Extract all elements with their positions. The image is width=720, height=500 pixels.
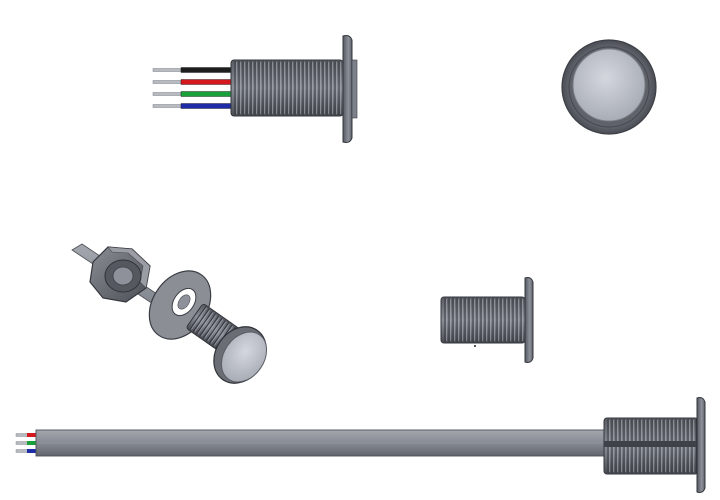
wire-pin [152,92,182,96]
side-view-with-wires [152,35,358,143]
wire-tips [15,433,37,453]
wire-red [27,433,37,437]
flange [696,397,706,493]
thread-line [202,315,220,339]
thread-line [212,322,230,346]
thread-highlight [201,314,217,337]
thread-highlight [191,307,207,330]
side-view-with-cable [15,397,706,493]
body-groove [604,441,698,447]
thread-lines [444,298,523,342]
threaded-body [440,296,526,344]
thread-line [189,306,207,330]
thread-line [199,313,217,337]
wire-pin [152,68,182,72]
thread-highlight [197,312,214,335]
wire-bundle [152,67,234,109]
thread-line [192,308,210,332]
wire-pin [15,433,29,437]
wire-green [180,91,234,97]
wire-pin [15,449,29,453]
thread-line [195,310,213,335]
flange-lip [351,59,358,119]
thread-lines [234,61,341,115]
thread-highlight [204,317,220,339]
flange [342,35,353,143]
wire-pin [152,80,182,84]
hex-nut [89,246,151,303]
side-view-bare [440,277,534,363]
thread-highlight [214,323,230,346]
front-view [561,39,657,135]
thread-line [209,319,226,344]
wire-black [180,67,234,73]
button-head [213,326,268,384]
wire-pin [152,104,182,108]
wire-pin [15,441,29,445]
wire-green [27,441,37,445]
wire-blue [180,103,234,109]
lens-face [572,48,646,122]
thread-highlight [207,319,224,342]
wire-blue [27,449,37,453]
thread-line [205,317,223,342]
thread-highlight [210,321,227,344]
center-mark [474,345,476,347]
flange [524,277,534,363]
thread-highlight [194,310,210,332]
exploded-assembly-view [71,243,268,384]
wire-red [180,79,234,85]
